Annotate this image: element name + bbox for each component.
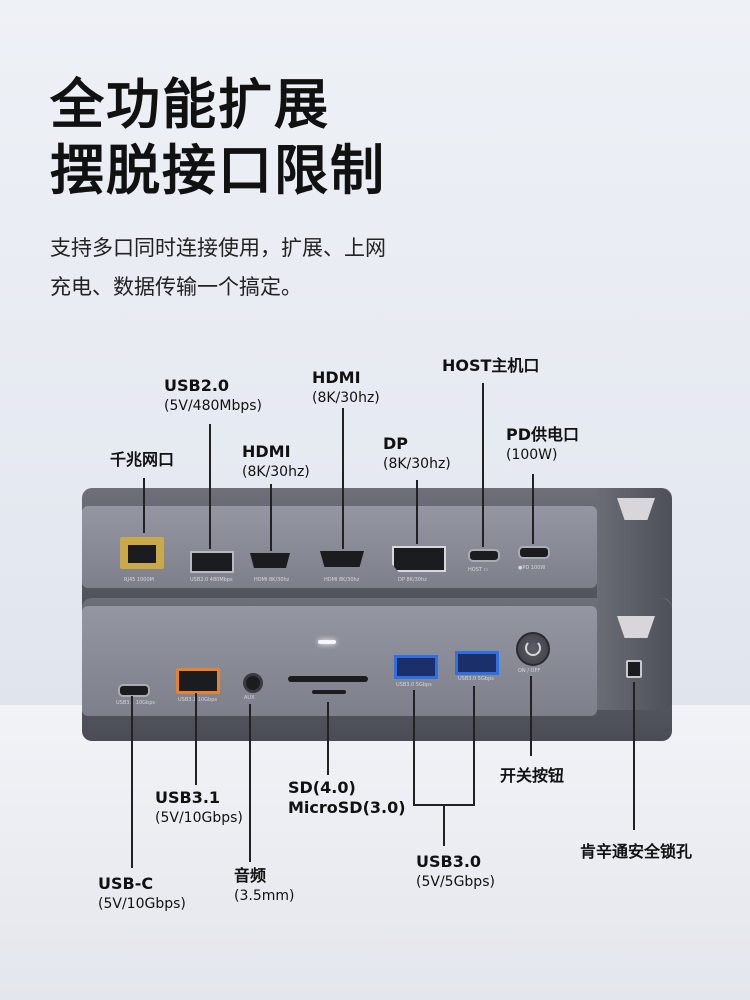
- usb30b-print: USB3.0 5Gbps: [458, 676, 494, 682]
- pd-print: ●PD 100W: [518, 565, 546, 571]
- hdmi2-port[interactable]: [320, 551, 364, 567]
- label-hdmi2: HDMI(8K/30hz): [312, 368, 380, 406]
- label-hdmi1: HDMI(8K/30hz): [242, 442, 310, 480]
- label-audio: 音频(3.5mm): [234, 866, 295, 904]
- label-usb30: USB3.0(5V/5Gbps): [416, 852, 495, 890]
- hdmi1-print: HDMI 8K/30hz: [254, 577, 290, 583]
- label-usb31: USB3.1(5V/10Gbps): [155, 788, 243, 826]
- dp-port[interactable]: [392, 546, 446, 572]
- label-host: HOST主机口: [442, 356, 540, 375]
- onoff-print: ON / OFF: [518, 668, 541, 674]
- kensington-lock-slot[interactable]: [626, 660, 642, 678]
- top-hub: [82, 488, 672, 626]
- label-power: 开关按钮: [500, 766, 565, 785]
- usb20-port[interactable]: [190, 551, 234, 573]
- usb20-print: USB2.0 480Mbps: [190, 577, 233, 583]
- label-usb20: USB2.0(5V/480Mbps): [164, 376, 262, 414]
- usb30a-print: USB3.0 5Gbps: [396, 682, 432, 688]
- dp-print: DP 8K/30hz: [398, 577, 427, 583]
- audio-jack[interactable]: [243, 673, 263, 693]
- headline-line1: 全功能扩展: [50, 73, 330, 136]
- power-icon: [525, 640, 541, 656]
- label-sd: SD(4.0)MicroSD(3.0): [288, 778, 406, 817]
- usbc-port[interactable]: [118, 684, 150, 697]
- label-usbc: USB-C(5V/10Gbps): [98, 874, 186, 912]
- label-dp: DP(8K/30hz): [383, 434, 451, 472]
- usb31-port[interactable]: [176, 668, 220, 694]
- usb31-print: USB3.1 10Gbps: [178, 697, 217, 703]
- hdmi1-port[interactable]: [250, 553, 290, 568]
- subtitle-line1: 支持多口同时连接使用，扩展、上网: [50, 236, 386, 260]
- usb30-port-b[interactable]: [455, 651, 499, 675]
- table-surface: [0, 705, 750, 1000]
- bottom-hub: [82, 598, 672, 741]
- label-lock: 肯辛通安全锁孔: [580, 842, 693, 861]
- host-port[interactable]: [468, 549, 500, 562]
- usbc-print: USB3.1 10Gbps: [116, 700, 155, 706]
- label-rj45: 千兆网口: [110, 450, 175, 469]
- rj45-print: RJ45 1000M: [124, 577, 154, 583]
- microsd-slot[interactable]: [312, 690, 346, 694]
- pd-port[interactable]: [518, 546, 550, 559]
- hdmi2-print: HDMI 8K/30hz: [324, 577, 360, 583]
- headline-line2: 摆脱接口限制: [50, 139, 386, 202]
- sd-slot[interactable]: [288, 676, 368, 682]
- usb30-port-a[interactable]: [394, 655, 438, 679]
- aux-print: AUX: [244, 695, 255, 701]
- host-print: HOST ▭: [468, 567, 489, 573]
- status-led: [318, 640, 336, 644]
- subtitle-line2: 充电、数据传输一个搞定。: [50, 275, 302, 299]
- label-pd: PD供电口(100W): [506, 425, 580, 463]
